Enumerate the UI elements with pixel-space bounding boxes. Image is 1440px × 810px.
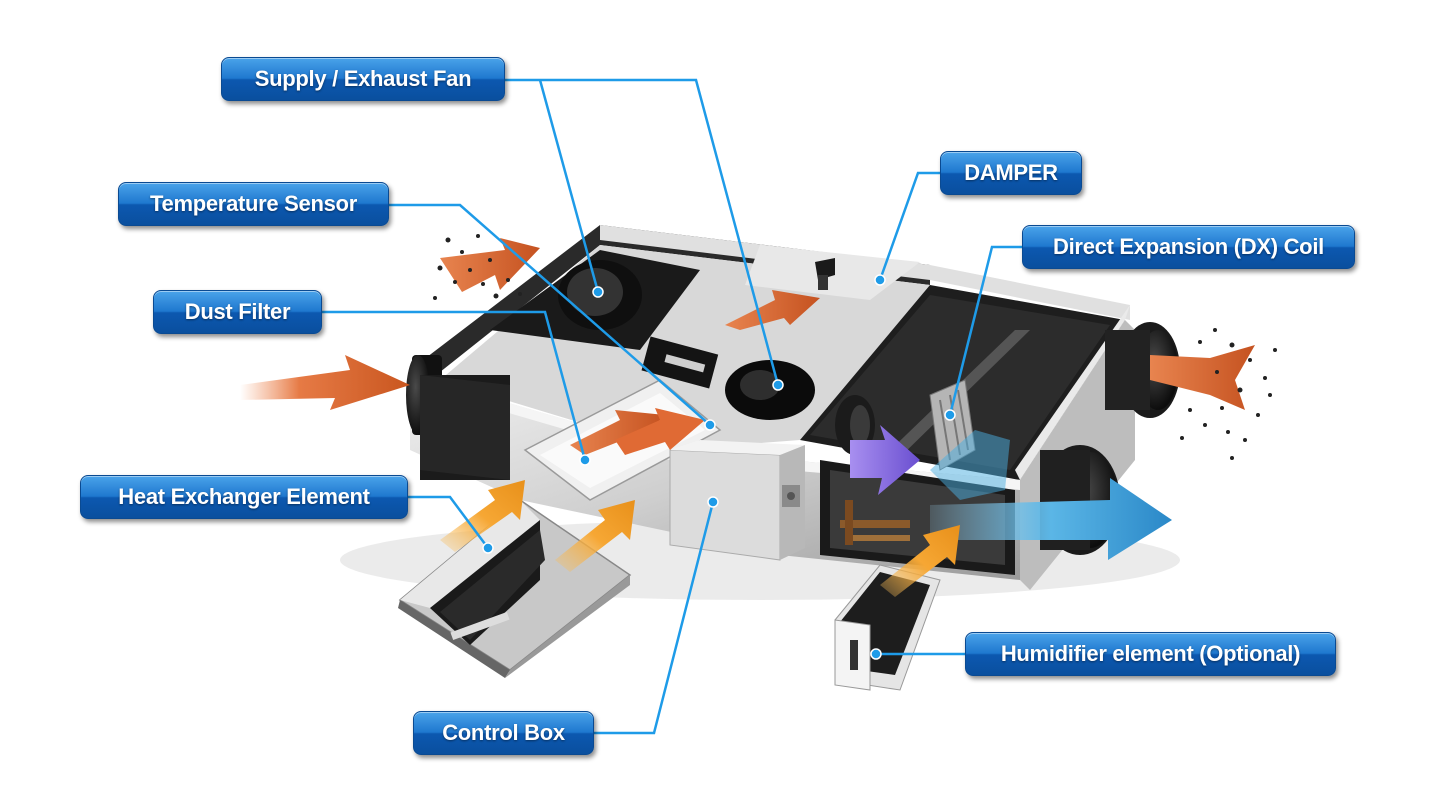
- airflow-arrows: [240, 238, 1255, 597]
- fresh-air-arrow-3: [880, 525, 960, 597]
- dust-particles: [433, 234, 1277, 460]
- leader-line-heat-exchanger: [408, 495, 490, 549]
- supply-air-arrow: [930, 478, 1172, 560]
- left-duct: [406, 355, 510, 480]
- label-damper: DAMPER: [940, 151, 1082, 195]
- internal-air-arrow-1: [725, 290, 820, 330]
- humidifier-block: [834, 564, 941, 691]
- internal-air-arrow-2: [570, 410, 665, 455]
- label-dust-filter: Dust Filter: [153, 290, 322, 334]
- damper: [745, 245, 920, 300]
- control-box-unit: [669, 440, 805, 561]
- leader-line-dx-coil: [948, 245, 1022, 416]
- incoming-warm-air-arrow: [240, 355, 410, 410]
- exhaust-air-arrow: [440, 238, 540, 292]
- leader-line-fan-right: [505, 78, 780, 386]
- label-heat-exchanger-element: Heat Exchanger Element: [80, 475, 408, 519]
- leader-line-fan-left: [538, 79, 600, 293]
- refrigerant-flow-arrow: [850, 425, 920, 495]
- right-ducts: [1040, 322, 1180, 555]
- label-control-box: Control Box: [413, 711, 594, 755]
- outgoing-exhaust-arrow: [1150, 345, 1255, 410]
- leader-line-control-box: [594, 501, 715, 735]
- fresh-air-arrow-2: [555, 500, 635, 572]
- internal-air-arrow-3: [615, 408, 705, 455]
- leader-line-temperature-sensor: [388, 203, 711, 426]
- label-dx-coil: Direct Expansion (DX) Coil: [1022, 225, 1355, 269]
- refrigerant-piping: [840, 500, 910, 545]
- fresh-air-arrow-1: [440, 480, 525, 552]
- leader-line-damper: [878, 171, 940, 281]
- leader-line-dust-filter: [322, 310, 587, 461]
- label-humidifier-element: Humidifier element (Optional): [965, 632, 1336, 676]
- leader-lines: [322, 78, 1022, 735]
- heat-exchanger-block: [398, 499, 632, 678]
- label-temperature-sensor: Temperature Sensor: [118, 182, 389, 226]
- label-supply-exhaust-fan: Supply / Exhaust Fan: [221, 57, 505, 101]
- leader-dots: [482, 274, 956, 660]
